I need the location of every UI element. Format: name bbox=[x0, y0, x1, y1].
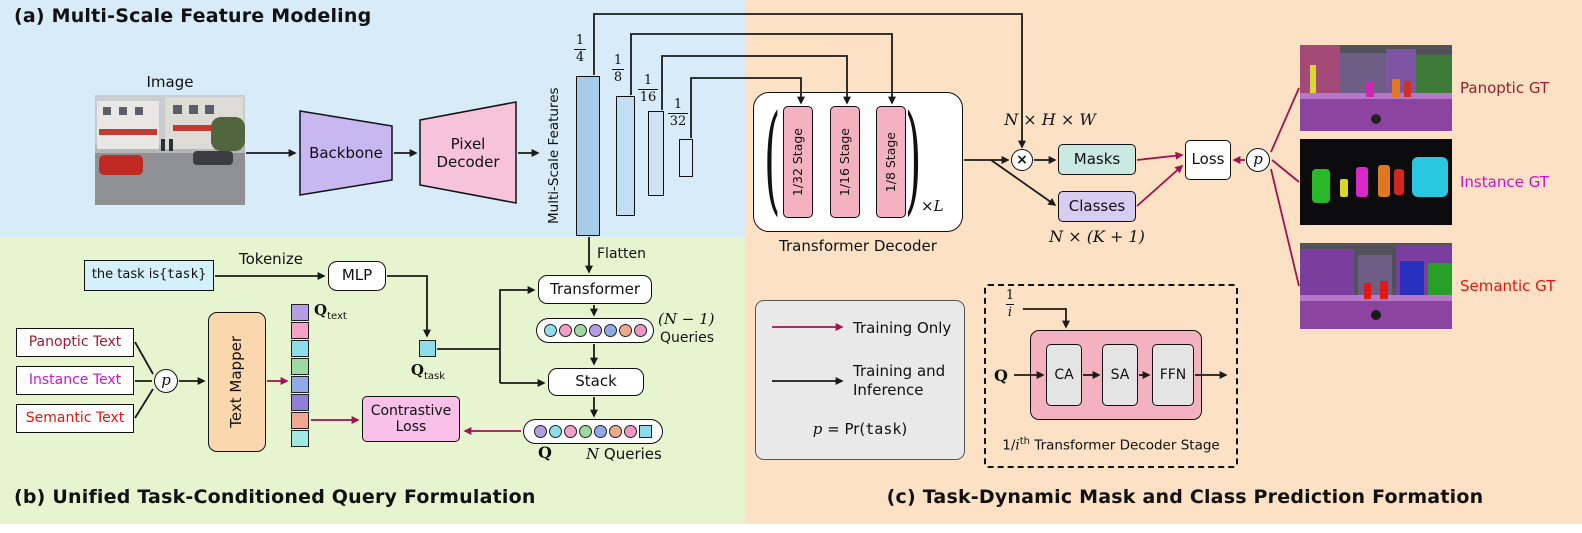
semantic-gt-label: Semantic GT bbox=[1460, 277, 1556, 295]
q-text-square bbox=[291, 412, 309, 429]
loss-box: Loss bbox=[1185, 140, 1231, 180]
pixel-decoder-label: Pixel Decoder bbox=[436, 134, 500, 171]
instance-gt-thumbnail bbox=[1300, 139, 1452, 225]
semantic-gt-image bbox=[1300, 243, 1452, 333]
stack-box: Stack bbox=[548, 368, 644, 396]
backbone-block: Backbone bbox=[299, 110, 393, 196]
semantic-gt-thumbnail bbox=[1300, 243, 1452, 329]
classes-box: Classes bbox=[1058, 191, 1136, 222]
task-input-box: the task is {task} bbox=[84, 260, 214, 291]
feature-bar-1-8 bbox=[616, 96, 635, 216]
q-text-square bbox=[291, 340, 309, 357]
tokenize-label: Tokenize bbox=[239, 250, 303, 268]
query-dot bbox=[558, 324, 572, 337]
panoptic-text-box: Panoptic Text bbox=[16, 328, 134, 357]
legend-training-only-label: Training Only bbox=[853, 319, 952, 337]
query-dot bbox=[534, 425, 547, 438]
q-text-square bbox=[291, 376, 309, 393]
query-dot bbox=[633, 324, 647, 337]
q-text-embedding-column bbox=[291, 304, 309, 447]
query-dot bbox=[543, 324, 557, 337]
probability-formula: p = Pr(task) bbox=[812, 420, 908, 438]
n-queries-label: N Queries bbox=[586, 445, 662, 463]
q-text-square bbox=[291, 430, 309, 447]
self-attention-block: SA bbox=[1102, 344, 1138, 406]
stage-detail-box bbox=[984, 284, 1238, 468]
pixel-decoder-block: Pixel Decoder bbox=[419, 101, 517, 204]
section-b-title: (b) Unified Task-Conditioned Query Formu… bbox=[14, 486, 536, 508]
panoptic-gt-image bbox=[1300, 45, 1452, 135]
image-label: Image bbox=[146, 73, 194, 91]
feature-bar-1-32 bbox=[679, 139, 693, 177]
semantic-text-box: Semantic Text bbox=[16, 404, 134, 433]
text-probability-node: p bbox=[154, 369, 178, 393]
q-text-square bbox=[291, 358, 309, 375]
query-dot bbox=[588, 324, 602, 337]
task-probability-node: p bbox=[1246, 148, 1270, 172]
decoder-stage-1-32: 1/32 Stage bbox=[783, 106, 813, 218]
q-bold-label: Q bbox=[538, 443, 552, 462]
multi-scale-features-label: Multi-Scale Features bbox=[545, 87, 562, 225]
street-photo bbox=[95, 95, 245, 205]
flatten-label: Flatten bbox=[597, 246, 646, 262]
query-dot bbox=[594, 425, 607, 438]
instance-gt-image bbox=[1300, 139, 1452, 229]
query-dot bbox=[573, 324, 587, 337]
section-a-title: (a) Multi-Scale Feature Modeling bbox=[14, 5, 372, 27]
backbone-label: Backbone bbox=[309, 144, 383, 162]
decoder-stage-1-8: 1/8 Stage bbox=[876, 106, 906, 218]
decoder-stage-1-16: 1/16 Stage bbox=[830, 106, 860, 218]
q-task-label: Qtask bbox=[410, 361, 446, 382]
legend-training-inference-label: Training and Inference bbox=[853, 362, 946, 399]
query-dot bbox=[603, 324, 617, 337]
backbone-shape bbox=[299, 110, 393, 196]
query-dot bbox=[624, 425, 637, 438]
text-mapper-box: Text Mapper bbox=[208, 312, 266, 452]
input-street-image bbox=[95, 95, 245, 205]
q-text-square bbox=[291, 394, 309, 411]
mlp-box: MLP bbox=[328, 261, 386, 291]
multiply-operator: × bbox=[1011, 149, 1033, 171]
n-minus-one-label: (N − 1) bbox=[658, 310, 715, 328]
stage-detail-caption: 1/ith Transformer Decoder Stage bbox=[1002, 436, 1220, 454]
feature-bar-1-16 bbox=[648, 111, 664, 196]
feature-bar-1-4 bbox=[576, 76, 600, 236]
instance-text-box: Instance Text bbox=[16, 366, 134, 395]
q-text-square bbox=[291, 304, 309, 321]
cross-attention-block: CA bbox=[1046, 344, 1082, 406]
query-dot bbox=[564, 425, 577, 438]
stage-detail-q-label: Q bbox=[994, 366, 1008, 385]
query-dot bbox=[549, 425, 562, 438]
query-dot bbox=[618, 324, 632, 337]
transformer-box: Transformer bbox=[538, 275, 652, 304]
query-dot bbox=[609, 425, 622, 438]
masks-box: Masks bbox=[1058, 144, 1136, 175]
transformer-decoder-caption: Transformer Decoder bbox=[779, 237, 937, 255]
pixel-decoder-shape bbox=[419, 101, 517, 204]
ffn-block: FFN bbox=[1152, 344, 1194, 406]
queries-row-initial bbox=[536, 318, 654, 343]
right-parenthesis: ) bbox=[905, 90, 922, 228]
queries-word-label: Queries bbox=[660, 330, 715, 346]
repeat-times-l-label: ×L bbox=[921, 197, 944, 215]
q-task-square-in-row bbox=[639, 425, 652, 438]
class-shape-label: N × (K + 1) bbox=[1049, 227, 1145, 246]
section-c-title: (c) Task-Dynamic Mask and Class Predicti… bbox=[886, 486, 1484, 508]
panoptic-gt-label: Panoptic GT bbox=[1460, 79, 1550, 97]
instance-gt-label: Instance GT bbox=[1460, 173, 1549, 191]
mask-shape-label: N × H × W bbox=[1004, 110, 1096, 129]
q-text-label: Qtext bbox=[314, 301, 347, 322]
q-text-square bbox=[291, 322, 309, 339]
queries-row-final bbox=[523, 419, 663, 444]
panoptic-gt-thumbnail bbox=[1300, 45, 1452, 131]
query-dot bbox=[579, 425, 592, 438]
left-parenthesis: ( bbox=[764, 90, 781, 228]
q-task-square bbox=[419, 340, 436, 357]
